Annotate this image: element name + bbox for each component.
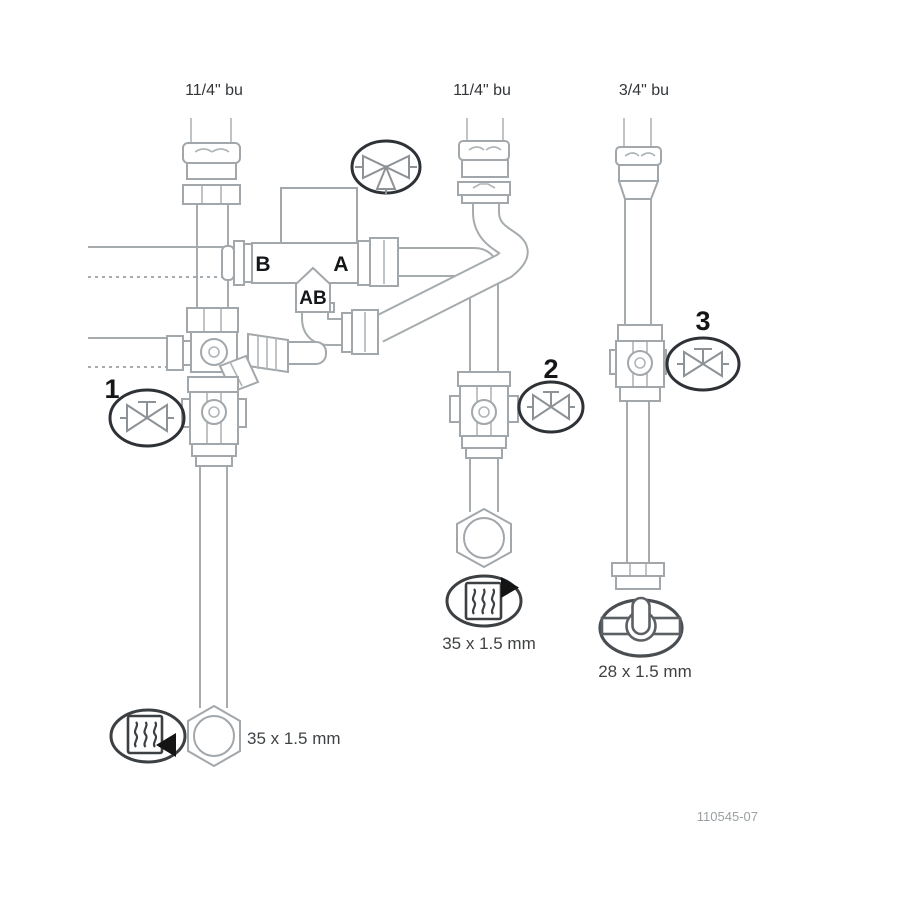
horizontal-supply-pipes [88, 246, 236, 368]
valve-1-body [181, 376, 247, 467]
right-bottom-fitting [611, 562, 665, 590]
flow-arrow [501, 577, 519, 598]
heating-return-icon [109, 708, 187, 764]
shutoff-valve-icon-3: 3 [665, 306, 741, 392]
middle-union-fitting [457, 140, 511, 204]
middle-connection-swoop-pipe [370, 198, 529, 343]
valve-2-number: 2 [543, 354, 558, 384]
middle-bottom-hex-nut [456, 507, 512, 569]
three-way-valve-icon [350, 139, 422, 195]
dimension-right: 28 x 1.5 mm [598, 662, 692, 681]
left-bottom-hex-nut [187, 704, 241, 768]
valve-3-number: 3 [695, 306, 710, 336]
valve-3-body [609, 324, 667, 402]
middle-column-pipes [466, 118, 504, 512]
connection-label-right: 3/4" bu [619, 82, 669, 99]
valve-actuator-box [280, 187, 358, 245]
left-union-fitting [182, 142, 241, 205]
three-way-valve: B A AB [221, 187, 399, 313]
ab-port-elbow [299, 302, 379, 355]
shutoff-valve-icon-1: 1 [104, 374, 186, 448]
part-code: 110545-07 [697, 809, 758, 824]
dimension-middle: 35 x 1.5 mm [442, 634, 536, 653]
tap-water-icon [598, 596, 684, 658]
right-union-fitting [615, 146, 662, 200]
return-arrow [156, 733, 176, 757]
ab-port-pointer [295, 266, 331, 313]
connection-label-middle: 11/4" bu [453, 82, 511, 99]
connection-label-left: 11/4" bu [185, 82, 243, 99]
port-label-a: A [333, 253, 348, 276]
heating-flow-icon [445, 574, 523, 628]
port-label-b: B [255, 253, 270, 276]
left-hex-nut-upper [186, 307, 239, 333]
port-label-ab: AB [299, 288, 326, 309]
valve-2-body [449, 371, 519, 459]
dimension-left: 35 x 1.5 mm [247, 729, 341, 748]
right-column-pipes [623, 118, 652, 565]
valve-1-number: 1 [104, 374, 119, 404]
shutoff-valve-icon-2: 2 [517, 354, 585, 434]
